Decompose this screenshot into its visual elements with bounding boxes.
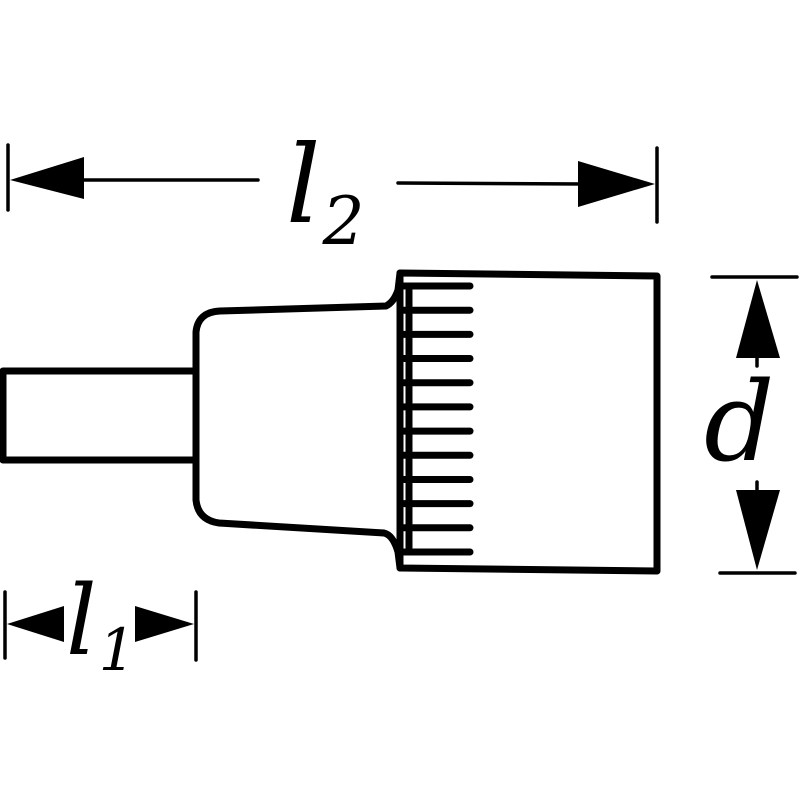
drive-length-dimension: l1 [3, 565, 198, 684]
drive-length-label: l1 [66, 565, 136, 684]
drive-shank [0, 367, 200, 464]
knurl-grip [400, 282, 474, 556]
drive-length-subscript: 1 [99, 616, 136, 684]
socket-sleeve [396, 269, 661, 575]
drive-length-right-arrow [135, 606, 194, 642]
overall-length-line-right [396, 181, 587, 186]
socket-bit [0, 269, 661, 575]
socket-neck [192, 269, 404, 572]
diameter-top-arrow [736, 280, 780, 358]
overall-length-left-arrow [10, 157, 84, 199]
diameter-dimension: d [704, 275, 799, 575]
overall-length-label: l2 [286, 123, 365, 260]
drive-length-symbol: l [66, 565, 97, 677]
overall-length-subscript: 2 [322, 183, 365, 260]
overall-length-right-arrow [578, 161, 655, 207]
overall-length-symbol: l [286, 123, 321, 248]
diameter-label: d [704, 358, 774, 486]
drive-length-left-arrow [7, 606, 64, 642]
overall-length-dimension: l2 [6, 123, 659, 260]
diameter-bottom-arrow [736, 490, 780, 570]
